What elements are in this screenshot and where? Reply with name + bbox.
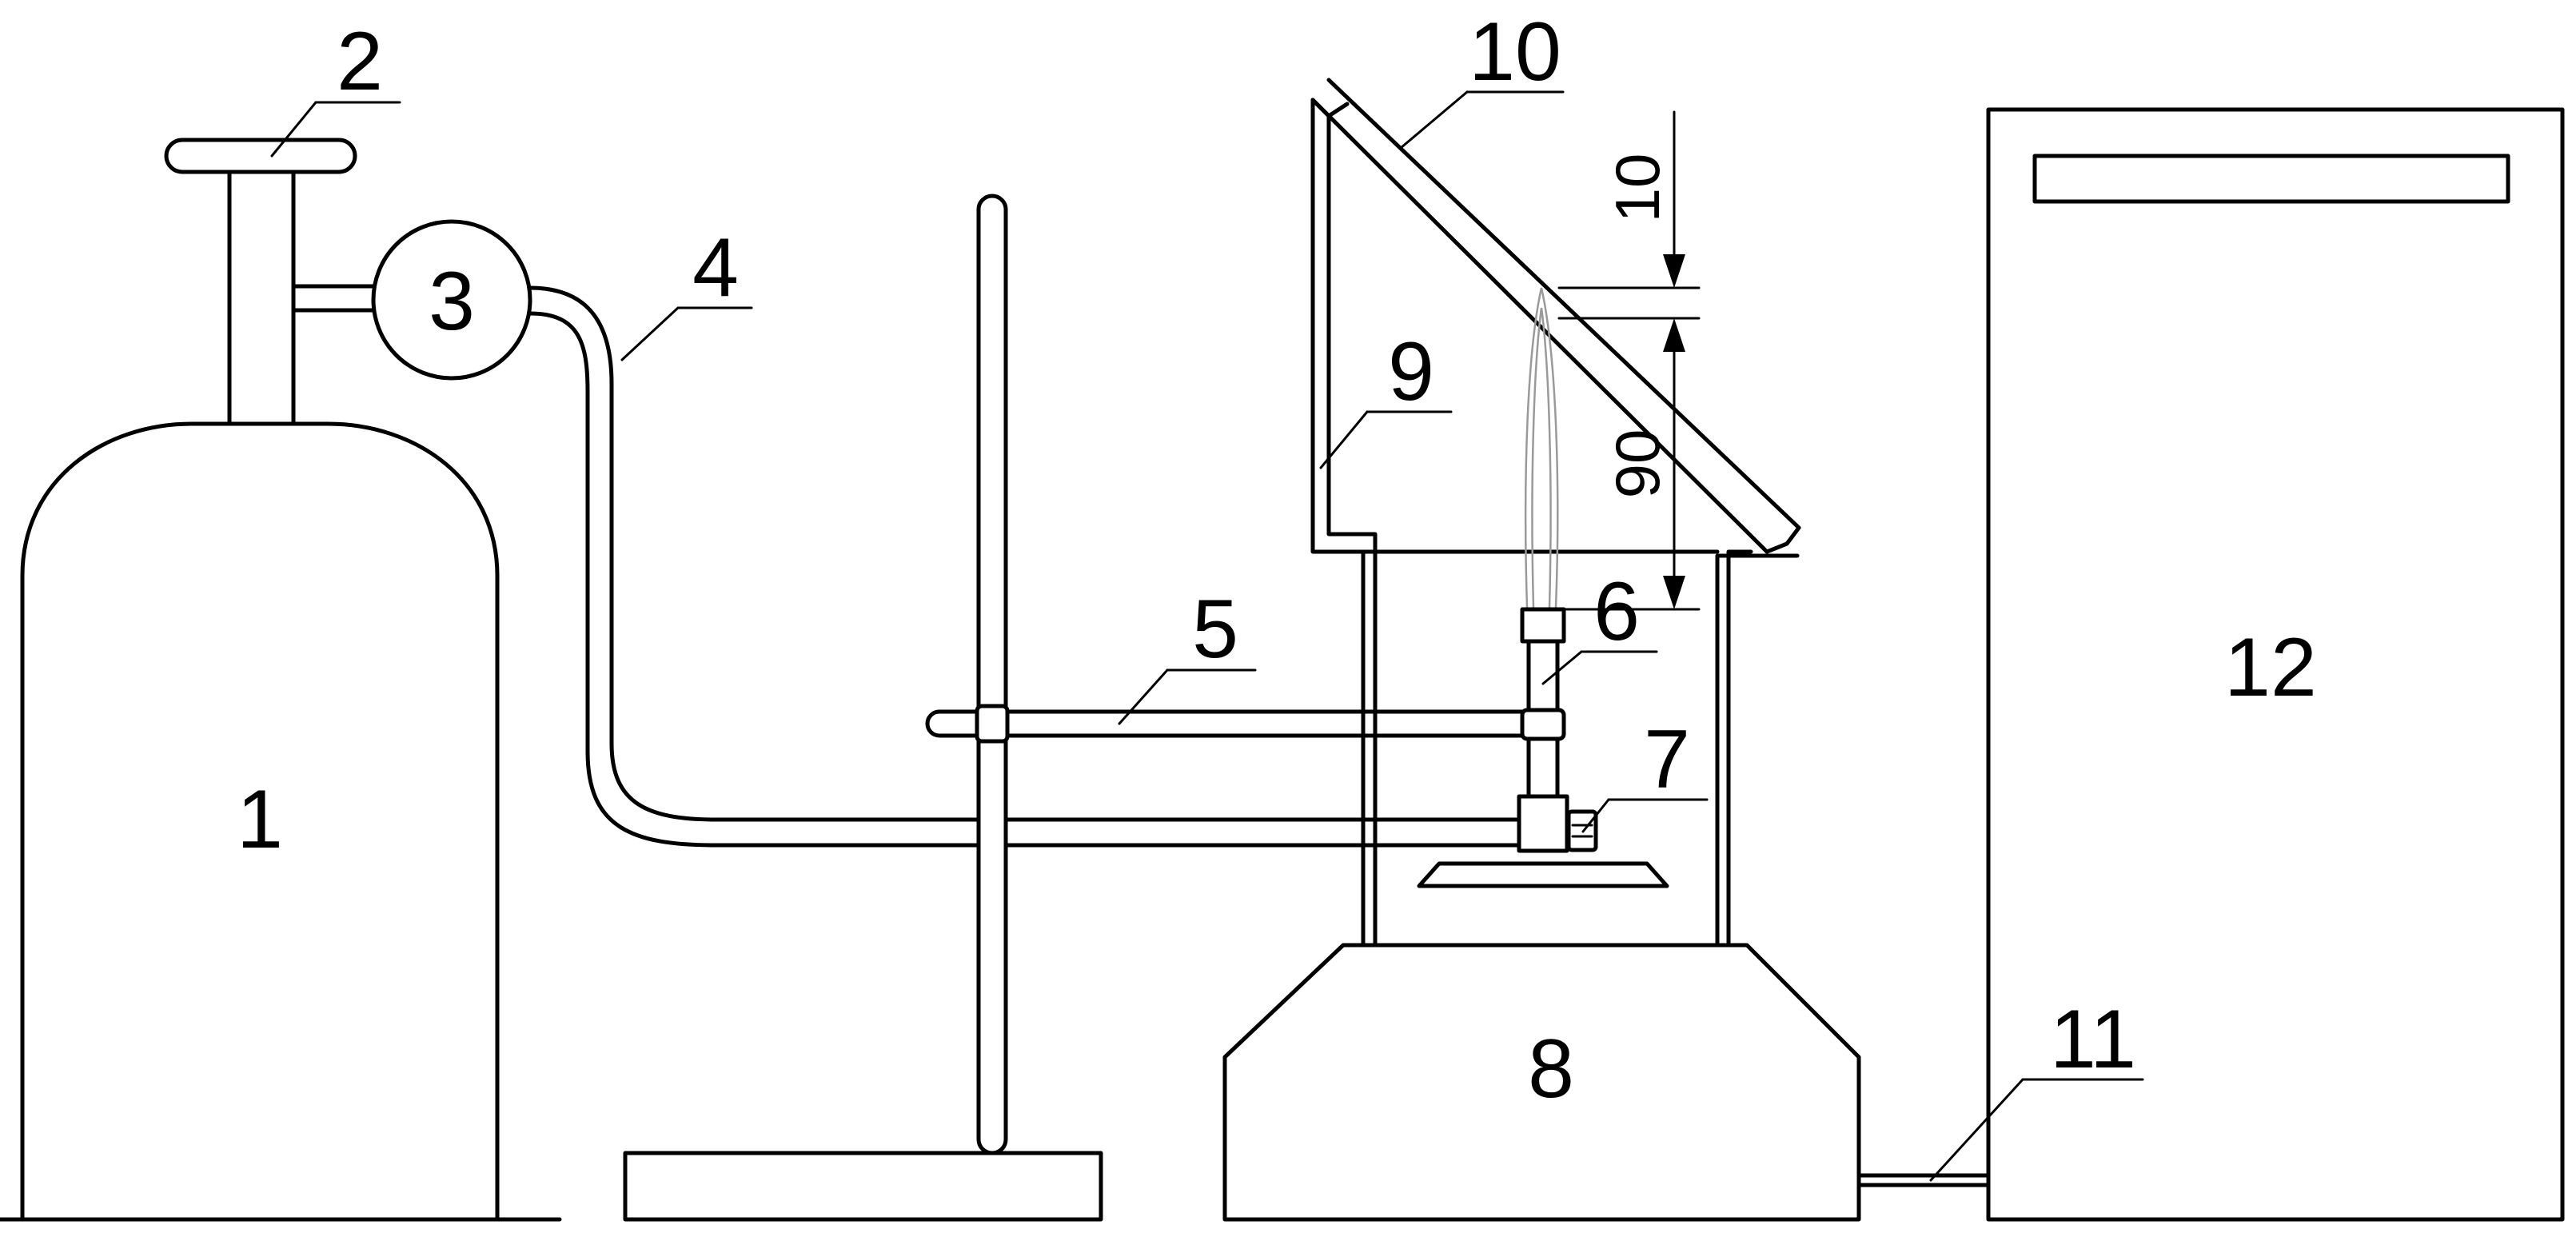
label-plate: 10 [1469, 6, 1561, 98]
label-base-housing: 8 [1528, 1023, 1574, 1115]
gas-cylinder [0, 421, 562, 1222]
label-needle-valve: 7 [1644, 713, 1690, 806]
dim-height-text: 90 [1602, 429, 1673, 499]
cable [1856, 1173, 1991, 1187]
dimension-lines: 10 90 [1557, 110, 1701, 611]
burner [1417, 607, 1669, 888]
clamp-arm [925, 704, 1549, 744]
label-shield: 9 [1388, 325, 1434, 418]
label-valve: 2 [337, 15, 383, 108]
lab-stand [623, 194, 1103, 1222]
gas-hose [528, 285, 1537, 848]
inclined-plate [1310, 78, 1801, 554]
dim-gap-text: 10 [1602, 154, 1673, 223]
pressure-regulator [371, 219, 532, 381]
leader-lines [270, 90, 2144, 1182]
label-hose: 4 [692, 221, 739, 314]
label-control-cabinet: 12 [2224, 621, 2317, 714]
label-burner: 6 [1593, 565, 1640, 658]
label-cable: 11 [2050, 993, 2136, 1086]
control-cabinet [1986, 107, 2565, 1222]
base-housing [1222, 943, 1861, 1222]
label-clamp-arm: 5 [1192, 583, 1238, 676]
label-regulator: 3 [429, 255, 475, 348]
cylinder-valve [164, 138, 378, 426]
flame [1524, 287, 1559, 609]
label-gas-cylinder: 1 [237, 773, 283, 866]
